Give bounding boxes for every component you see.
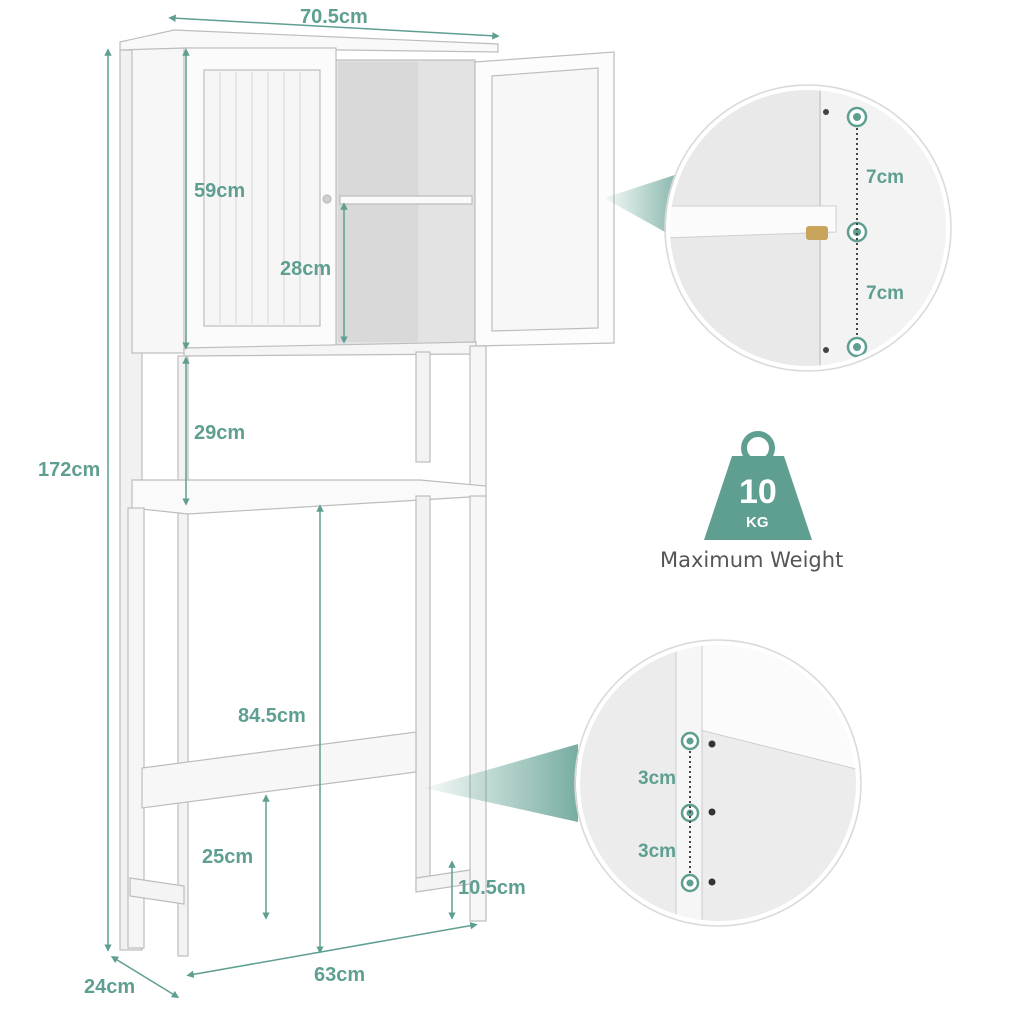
callout-beam-bottom — [424, 744, 578, 822]
dim-open-shelf-gap: 29cm — [194, 422, 245, 444]
detail-shelf-pin-zoom — [664, 84, 952, 372]
detail-top-label-2: 7cm — [866, 283, 904, 304]
dim-cabinet-height: 59cm — [194, 180, 245, 202]
door-knob-icon — [322, 194, 332, 204]
weight-unit: KG — [746, 514, 769, 531]
dimension-lines — [104, 14, 500, 998]
dim-top-width: 70.5cm — [300, 6, 368, 28]
detail-bottom-label-1: 3cm — [638, 768, 676, 789]
weight-value: 10 — [739, 473, 777, 511]
dim-crossbar-height: 25cm — [202, 846, 253, 868]
weight-caption: Maximum Weight — [660, 548, 843, 572]
detail-foot-hole-zoom — [574, 639, 862, 927]
weight-icon — [704, 431, 812, 540]
detail-top-label-1: 7cm — [866, 167, 904, 188]
cabinet — [119, 29, 615, 957]
dim-bottom-width: 63cm — [314, 964, 365, 986]
dim-total-height: 172cm — [38, 459, 100, 481]
shelf-pin-icon — [806, 226, 828, 240]
dim-depth: 24cm — [84, 976, 135, 998]
dim-shelf-height: 28cm — [280, 258, 331, 280]
dim-clearance-height: 84.5cm — [238, 705, 306, 727]
dim-foot-height: 10.5cm — [458, 877, 526, 899]
detail-bottom-label-2: 3cm — [638, 841, 676, 862]
